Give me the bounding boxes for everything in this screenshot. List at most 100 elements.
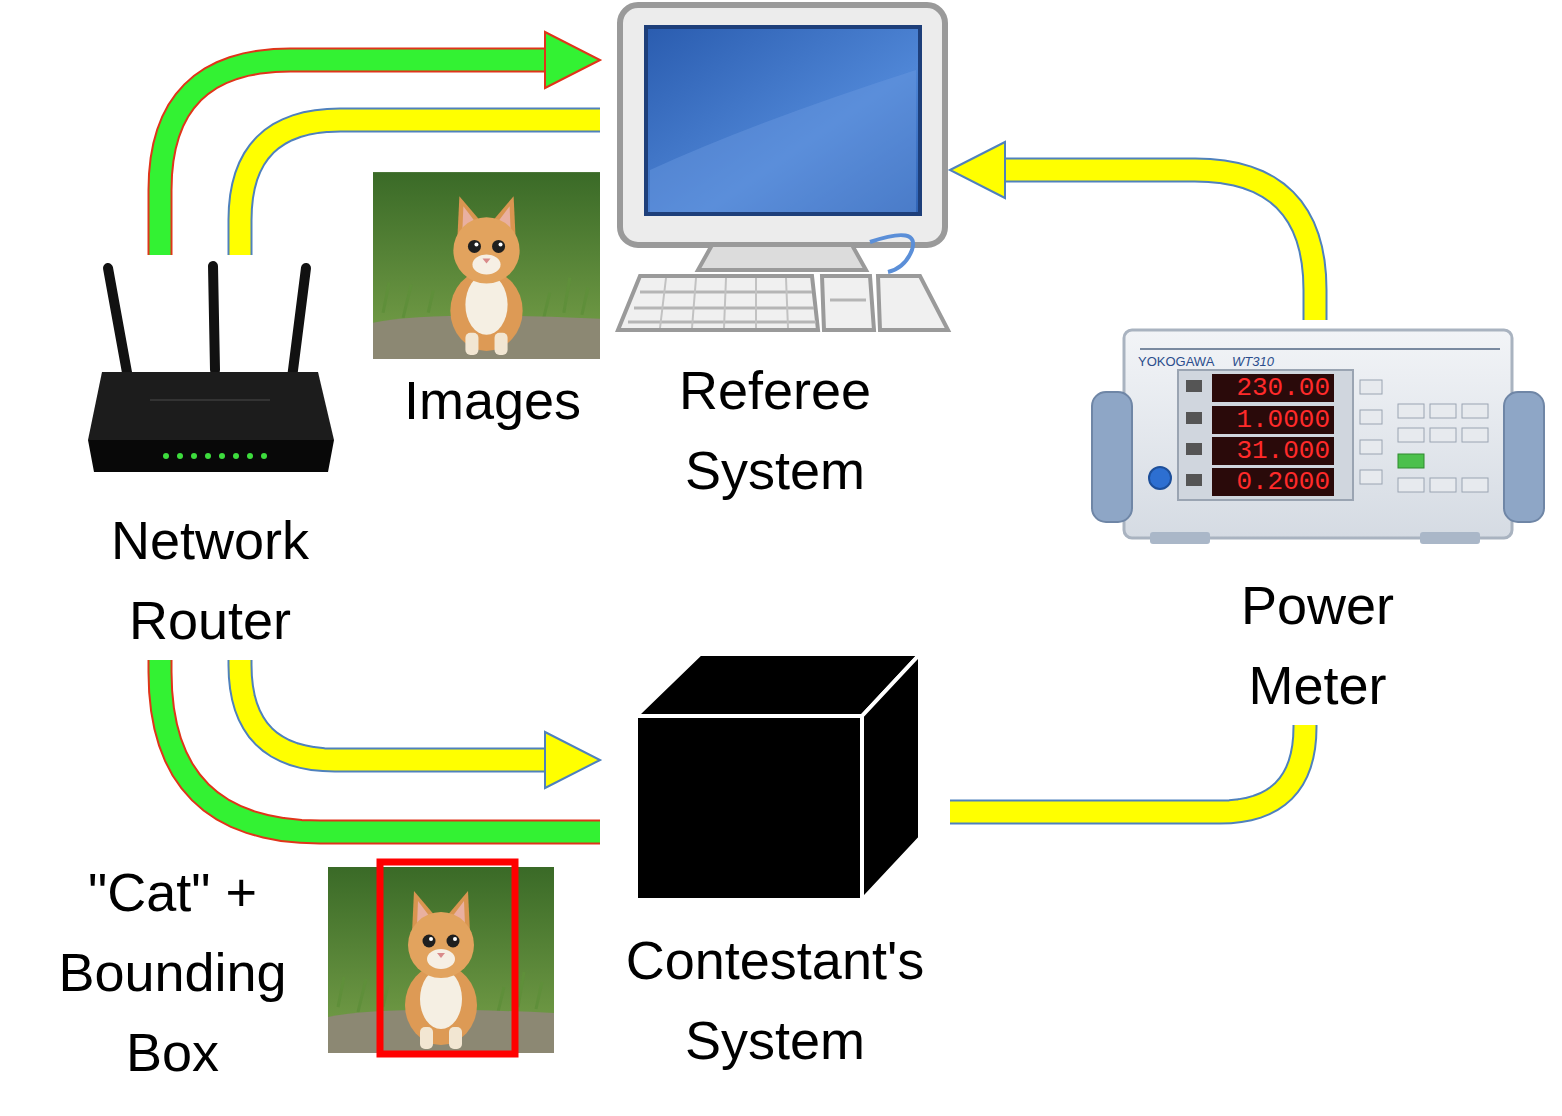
arrow-band-outline xyxy=(160,60,548,255)
computer-node: Referee System xyxy=(600,5,950,510)
power-meter-icon-part xyxy=(1140,348,1500,350)
computer-icon-part xyxy=(698,245,866,270)
node-label: Power Meter xyxy=(1193,565,1443,725)
signal-arrow xyxy=(160,660,600,832)
black-box-cube-part xyxy=(636,716,862,900)
arrowhead xyxy=(950,142,1005,198)
signal-arrow xyxy=(950,142,1315,320)
black-box-cube xyxy=(636,654,920,900)
result-caption: "Cat" + Bounding Box xyxy=(30,852,315,1092)
power-meter-icon-part xyxy=(1212,468,1334,496)
arrow-band xyxy=(160,660,600,832)
arrow-band-outline xyxy=(240,660,548,760)
power-meter-icon-part-part xyxy=(1430,478,1456,492)
arrow-band xyxy=(160,60,548,255)
router-icon-part xyxy=(163,453,267,459)
router-icon-part xyxy=(88,440,334,472)
power-meter-icon-part xyxy=(1212,406,1334,434)
display-reading: 31.000 xyxy=(1212,437,1330,465)
router-icon-part-part xyxy=(163,453,169,459)
power-meter-icon-part-part xyxy=(1398,404,1424,418)
router-icon-part-part xyxy=(219,453,225,459)
icon-area xyxy=(80,255,340,500)
router-icon-part-part xyxy=(177,453,183,459)
model-text: WT310 xyxy=(1232,354,1292,370)
icon-area xyxy=(600,5,950,350)
router-icon-part-part xyxy=(191,453,197,459)
power-meter-icon-part-part xyxy=(1398,478,1424,492)
power-meter-icon-part xyxy=(1186,380,1202,392)
router-icon xyxy=(88,266,334,472)
power-meter-icon-part xyxy=(1420,532,1480,544)
kitten-image xyxy=(373,172,600,359)
power-meter-icon-part xyxy=(1212,374,1334,402)
brand-text: YOKOGAWA xyxy=(1138,354,1228,370)
router-node: Network Router xyxy=(80,255,340,660)
signal-arrow xyxy=(160,32,600,255)
power-meter-icon-part xyxy=(1186,443,1202,455)
power-meter-icon-part xyxy=(1360,440,1382,454)
display-reading: 230.00 xyxy=(1212,374,1330,402)
arrow-band-outline xyxy=(160,660,600,832)
arrowhead xyxy=(545,732,600,788)
bounding-box xyxy=(380,862,515,1054)
computer-icon-part xyxy=(878,276,948,330)
power-meter-icon-part xyxy=(1186,474,1202,486)
arrow-band-outline xyxy=(950,725,1305,812)
black-box-node: Contestant's System xyxy=(600,650,950,1080)
power-meter-icon-part-part xyxy=(1462,428,1488,442)
signal-arrow xyxy=(240,660,600,788)
node-label: Network Router xyxy=(80,500,340,660)
arrow-band xyxy=(240,660,548,760)
router-icon-part xyxy=(150,399,270,401)
router-icon-part-part xyxy=(205,453,211,459)
power-meter-icon-part xyxy=(1360,380,1382,394)
router-icon-part-part xyxy=(233,453,239,459)
black-box-cube-part xyxy=(862,654,920,900)
computer-icon-part xyxy=(660,278,788,328)
node-label: Contestant's System xyxy=(600,920,950,1080)
arrowhead xyxy=(545,32,600,88)
power-meter-icon-part xyxy=(1360,470,1382,484)
power-meter-icon-part-part xyxy=(1462,404,1488,418)
computer-icon-part xyxy=(646,27,920,214)
display-reading: 0.2000 xyxy=(1212,468,1330,496)
computer-icon-part xyxy=(822,276,874,330)
power-meter-icon-part xyxy=(1150,532,1210,544)
power-meter-icon-part-part xyxy=(1462,478,1488,492)
router-icon-part-part xyxy=(261,453,267,459)
icon-area xyxy=(600,650,950,920)
node-label: Referee System xyxy=(615,350,935,510)
power-meter-icon-part xyxy=(1124,330,1512,538)
computer-icon-part xyxy=(620,5,945,245)
signal-arrow xyxy=(950,725,1305,812)
power-meter-icon-part-part xyxy=(1430,404,1456,418)
computer-icon xyxy=(618,5,948,330)
arrow-band-outline xyxy=(1002,170,1315,320)
arrow-band-outline xyxy=(240,120,600,255)
kitten-image xyxy=(328,867,554,1053)
power-meter-icon-part-part xyxy=(1430,428,1456,442)
power-meter-icon-part-part xyxy=(1398,428,1424,442)
power-meter-icon-part xyxy=(1186,412,1202,424)
signal-arrow xyxy=(240,120,600,255)
display-reading: 1.0000 xyxy=(1212,406,1330,434)
router-icon-part-part xyxy=(247,453,253,459)
power-meter-icon-part xyxy=(1360,410,1382,424)
power-meter-icon-part xyxy=(1092,392,1132,522)
power-meter-icon-part xyxy=(1504,392,1544,522)
router-icon-part xyxy=(213,266,215,370)
router-icon-part xyxy=(292,268,306,378)
router-icon-part xyxy=(88,372,334,440)
power-meter-icon-part xyxy=(1398,404,1488,492)
image-caption: Images xyxy=(385,360,600,440)
power-meter-icon xyxy=(1092,330,1544,544)
computer-icon-part xyxy=(870,235,913,272)
arrow-band xyxy=(240,120,600,255)
power-meter-icon-part xyxy=(1178,370,1353,500)
arrow-band xyxy=(1002,170,1315,320)
router-icon-part xyxy=(108,268,128,378)
power-meter-icon-part xyxy=(1149,467,1171,489)
